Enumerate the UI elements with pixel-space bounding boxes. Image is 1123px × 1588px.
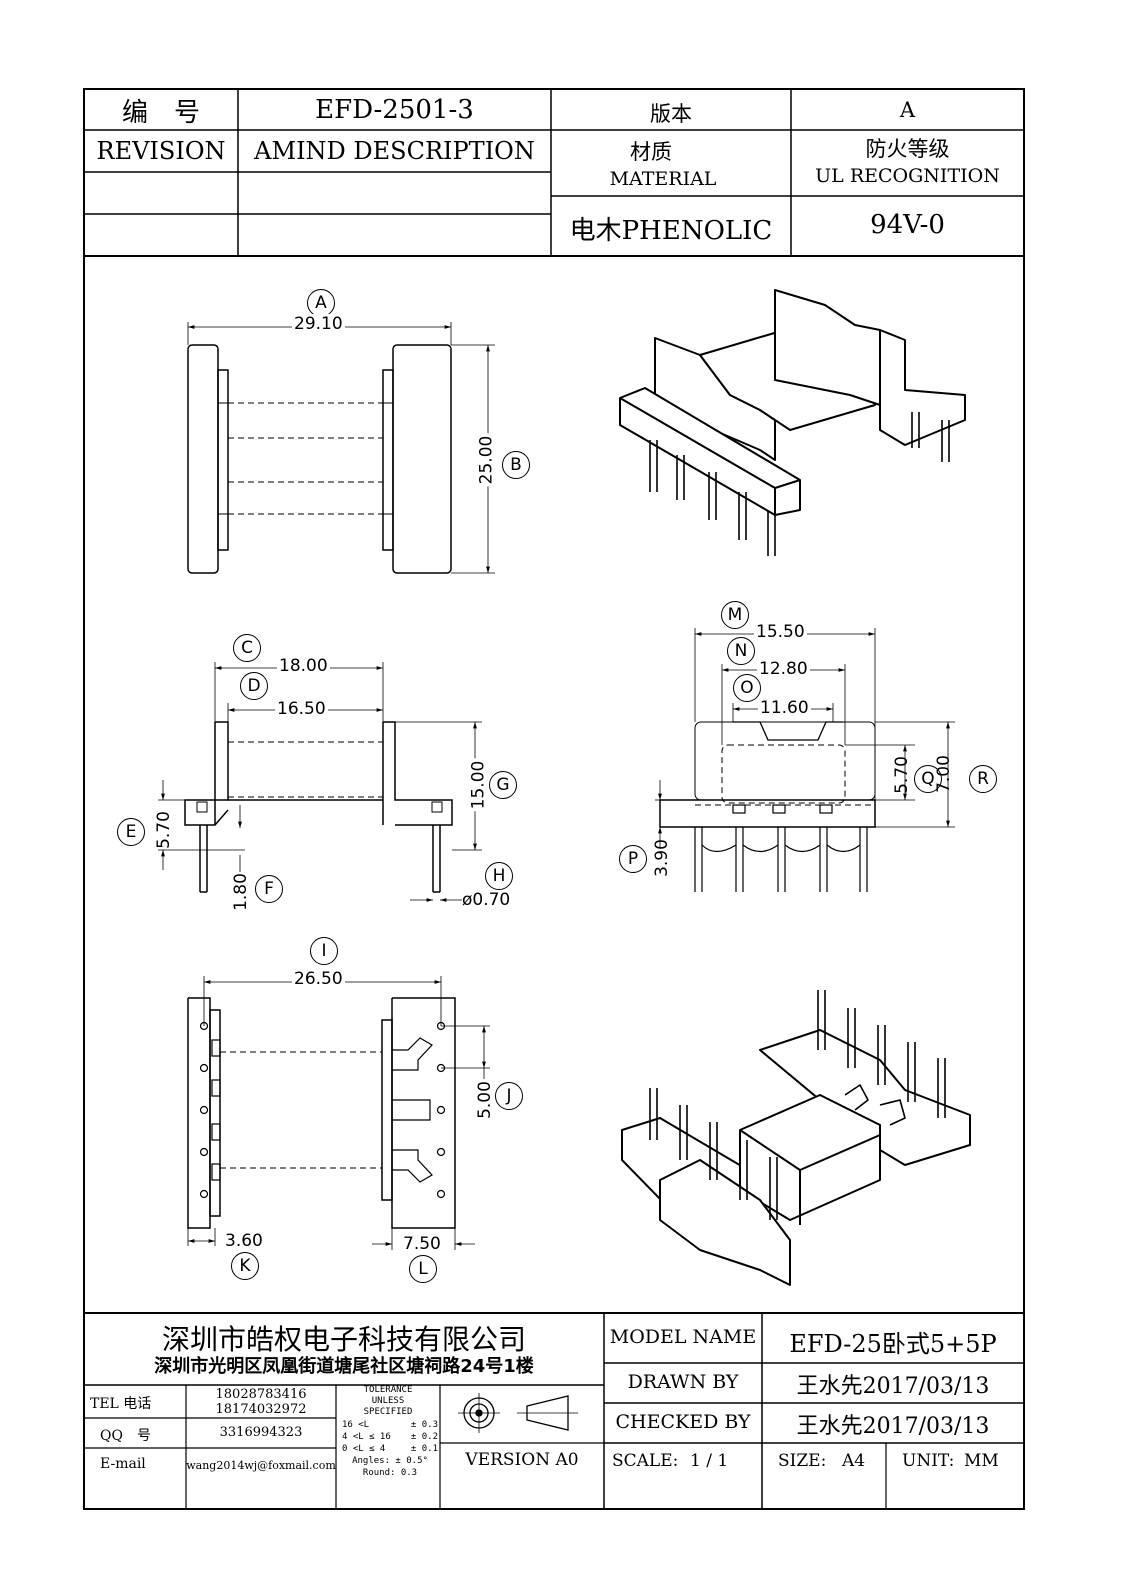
dim-value-a: 29.10 [292, 314, 345, 334]
part-number: EFD-2501-3 [315, 95, 474, 125]
ul-label-cn: 防火等级 [865, 137, 950, 161]
projection-symbol [458, 1393, 578, 1433]
dim-value-c: 18.00 [277, 656, 330, 676]
dim-letter-f: F [255, 875, 283, 903]
tol-value: ± 0.1 [410, 1444, 438, 1454]
unit-label: UNIT: [902, 1451, 955, 1471]
dim-value-j: 5.00 [474, 1079, 495, 1121]
tolerance-table: 16 <L± 0.3 4 <L ≤ 16± 0.2 0 <L ≤ 4± 0.1 … [342, 1419, 438, 1479]
dim-value-d: 16.50 [275, 699, 328, 719]
front-view [158, 662, 482, 902]
drawn-by-value: 王水先2017/03/13 [796, 1374, 990, 1399]
dim-letter-l: L [409, 1255, 437, 1283]
model-name-value: EFD-25卧式5+5P [789, 1330, 997, 1358]
checked-by-value: 王水先2017/03/13 [796, 1414, 990, 1439]
description-label: AMIND DESCRIPTION [254, 137, 535, 165]
company-name: 深圳市皓权电子科技有限公司 [161, 1323, 526, 1356]
scale-label: SCALE: [612, 1451, 679, 1471]
dim-value-f: 1.80 [230, 873, 251, 911]
email-link[interactable]: wang2014wj@foxmail.com [186, 1459, 336, 1472]
dim-letter-p: P [619, 845, 647, 873]
version-value: A [899, 98, 916, 122]
tol-range: 0 <L ≤ 4 [342, 1444, 386, 1454]
model-name-label: MODEL NAME [609, 1326, 757, 1348]
top-view [187, 322, 495, 574]
tolerance-title-1: TOLERANCE [363, 1385, 413, 1395]
dim-letter-a: A [307, 289, 335, 317]
dim-letter-k: K [231, 1252, 259, 1280]
material-label-en: MATERIAL [609, 168, 717, 190]
dim-value-g: 15.00 [468, 758, 489, 812]
dim-value-q: 5.70 [891, 756, 912, 794]
version-a0: VERSION A0 [465, 1450, 579, 1470]
tol-angles: Angles: ± 0.5° [352, 1456, 428, 1466]
dim-value-m: 15.50 [754, 622, 807, 642]
drawn-by-label: DRAWN BY [627, 1371, 739, 1393]
dim-letter-m: M [721, 601, 749, 629]
qq-label: QQ 号 [100, 1428, 151, 1444]
unit-value: MM [964, 1451, 999, 1471]
dim-value-n: 12.80 [757, 659, 810, 679]
tolerance-title-2: UNLESS [371, 1396, 405, 1406]
dim-letter-q: Q [914, 765, 942, 793]
size-label: SIZE: [778, 1451, 827, 1471]
dim-value-h: ø0.70 [462, 890, 511, 910]
size-value: A4 [842, 1451, 866, 1471]
dim-letter-n: N [727, 637, 755, 665]
dim-value-e: 5.70 [153, 811, 174, 849]
company-address: 深圳市光明区凤凰街道塘尾社区塘祠路24号1楼 [154, 1356, 534, 1377]
tel-value-2: 18174032972 [215, 1402, 307, 1417]
tolerance-title-3: SPECIFIED [363, 1407, 413, 1417]
tol-value: ± 0.2 [410, 1432, 438, 1442]
dim-letter-h: H [485, 862, 513, 890]
material-label-cn: 材质 [630, 140, 672, 164]
checked-by-label: CHECKED BY [615, 1411, 751, 1433]
dim-value-l: 7.50 [403, 1234, 441, 1254]
dim-letter-b: B [502, 451, 530, 479]
dim-value-k: 3.60 [225, 1231, 263, 1251]
tol-range: 16 <L [342, 1420, 370, 1430]
tol-range: 4 <L ≤ 16 [342, 1432, 391, 1442]
version-label: 版本 [650, 102, 692, 126]
ul-value: 94V-0 [870, 210, 945, 240]
dim-value-i: 26.50 [292, 969, 345, 989]
iso-view-bottom [621, 990, 971, 1286]
dim-letter-i: I [310, 937, 338, 965]
tel-values: 18028783416 18174032972 [186, 1387, 336, 1417]
iso-view-top [619, 289, 966, 556]
qq-value: 3316994323 [219, 1425, 303, 1440]
scale-value: 1 / 1 [690, 1451, 729, 1471]
dim-letter-o: O [733, 674, 761, 702]
dim-value-o: 11.60 [758, 698, 811, 718]
dim-letter-g: G [489, 771, 517, 799]
tol-round: Round: 0.3 [362, 1468, 418, 1478]
email-label: E-mail [100, 1456, 146, 1472]
tol-value: ± 0.3 [410, 1420, 438, 1430]
number-label: 编 号 [121, 98, 200, 128]
dim-value-p: 3.90 [651, 839, 672, 877]
tolerance-title: TOLERANCE UNLESS SPECIFIED [338, 1385, 438, 1418]
dim-value-r: 7.00 [933, 755, 954, 793]
side-view [655, 628, 955, 892]
dim-letter-r: R [969, 765, 997, 793]
dim-letter-c: C [233, 634, 261, 662]
ul-label-en: UL RECOGNITION [815, 165, 1000, 187]
dim-value-b: 25.00 [476, 433, 497, 487]
tel-label: TEL 电话 [90, 1396, 152, 1412]
bottom-view [187, 976, 490, 1250]
tel-value-1: 18028783416 [215, 1387, 307, 1402]
material-value: 电木PHENOLIC [569, 216, 773, 246]
dim-letter-d: D [240, 672, 268, 700]
dim-letter-j: J [495, 1082, 523, 1110]
revision-label: REVISION [96, 137, 226, 165]
dim-letter-e: E [117, 818, 145, 846]
